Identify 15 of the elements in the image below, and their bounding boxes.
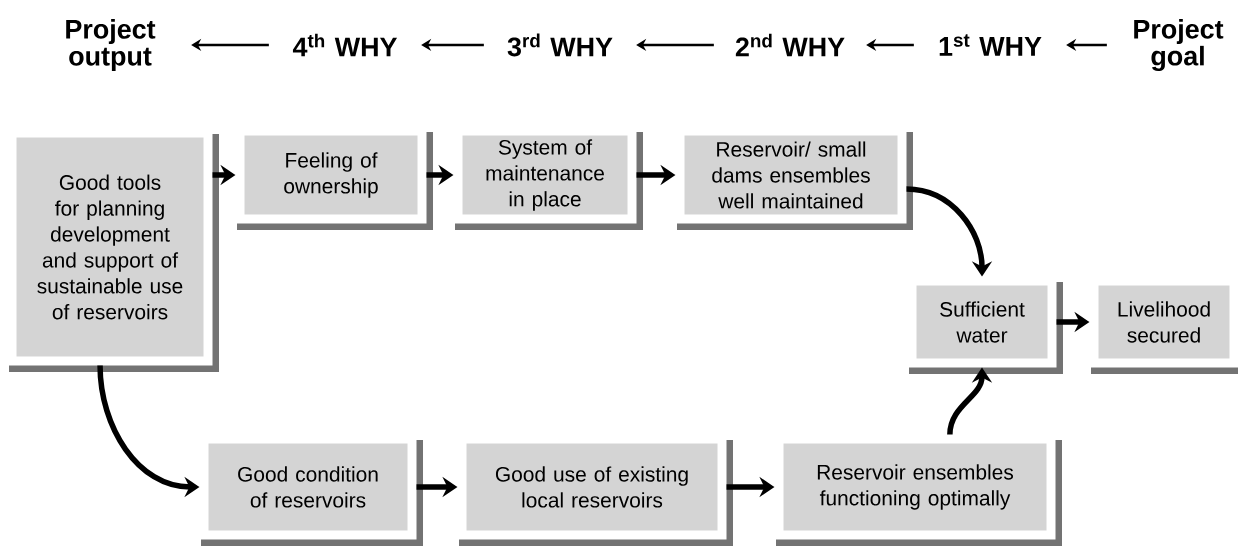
heading-text: 4$^{th}$ WHY xyxy=(292,33,398,57)
process-box: Reservoir/ small dams ensembles well maintained xyxy=(675,126,913,230)
process-box: System of maintenance in place xyxy=(453,126,643,230)
process-box: Good tools for planning development and support of sustainable use of reservoirs xyxy=(7,128,219,372)
process-box: Good use of existing local reservoirs xyxy=(457,434,733,546)
heading-text: 3$^{rd}$ WHY xyxy=(507,33,613,57)
heading-text: Project goal xyxy=(1134,18,1224,72)
process-box: Good condition of reservoirs xyxy=(199,434,423,546)
process-box: Reservoir ensembles functioning optimally xyxy=(774,434,1062,546)
heading-text: Project output xyxy=(66,19,156,71)
process-box: Feeling of ownership xyxy=(235,126,433,230)
process-box: Sufficient water xyxy=(907,276,1063,374)
process-box: Livelihood secured xyxy=(1089,276,1238,374)
heading-text: 1$^{st}$ WHY xyxy=(939,34,1042,56)
heading-text: 2$^{nd}$ WHY xyxy=(735,33,845,57)
